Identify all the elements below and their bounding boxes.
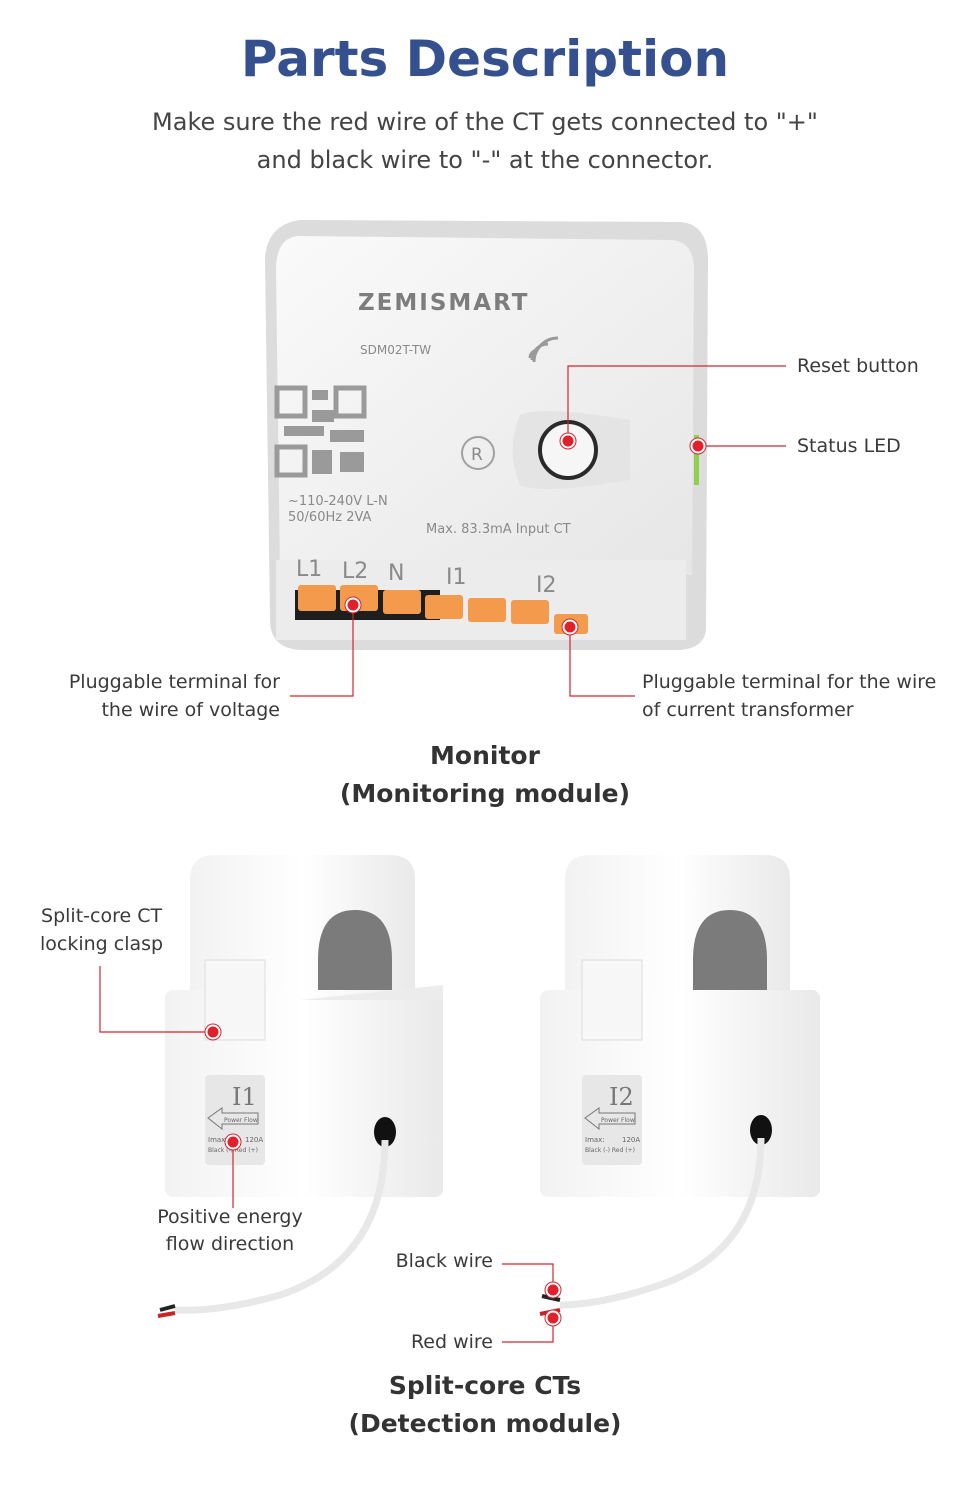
callout-dots xyxy=(204,432,707,1327)
svg-text:N: N xyxy=(388,561,404,586)
terminal-labels: L1 L2 N I1 I2 xyxy=(296,557,557,598)
reset-symbol-text: R xyxy=(471,445,483,465)
ct2-name: I2 xyxy=(609,1083,634,1111)
svg-text:L1: L1 xyxy=(296,557,322,582)
ct1-flow: Power Flow xyxy=(224,1117,258,1124)
model-text: SDM02T-TW xyxy=(360,343,431,357)
subtitle-line: and black wire to "-" at the connector. xyxy=(256,146,714,174)
ct-rating-text: Max. 83.3mA Input CT xyxy=(426,522,571,537)
ct2-cable xyxy=(559,1137,765,1309)
ct1-rating: 120A xyxy=(245,1136,263,1144)
clasp-label: Split-core CT locking clasp xyxy=(40,905,164,955)
black-wire-label: Black wire xyxy=(395,1250,493,1272)
callout-dot xyxy=(561,618,579,636)
callout-lines xyxy=(99,365,786,1343)
svg-text:I1: I1 xyxy=(446,565,467,590)
ct2-rating: 120A xyxy=(622,1136,640,1144)
terminal-block xyxy=(298,585,588,634)
callout-dot xyxy=(544,1281,562,1299)
rating-text: ~110-240V L-N xyxy=(288,494,388,509)
ct1-imax: Imax: xyxy=(208,1136,228,1144)
wifi-icon xyxy=(528,336,559,363)
svg-text:I2: I2 xyxy=(536,573,557,598)
page-title: Parts Description xyxy=(240,30,730,88)
ct-terminal-label: Pluggable terminal for the wire of curre… xyxy=(642,671,937,721)
ct2-flow: Power Flow xyxy=(601,1117,635,1124)
svg-text:L2: L2 xyxy=(342,559,368,584)
ct2-polarity: Black (-) Red (+) xyxy=(585,1147,635,1154)
monitor-caption: Monitor (Monitoring module) xyxy=(339,741,631,808)
red-wire-label: Red wire xyxy=(410,1331,493,1353)
qr-code-icon xyxy=(274,385,367,478)
callout-dot xyxy=(544,1309,562,1327)
status-led xyxy=(694,435,699,485)
ct1-cable xyxy=(174,1139,389,1314)
rating-text: 50/60Hz 2VA xyxy=(288,510,372,525)
callout-dot xyxy=(559,432,577,450)
monitor-device: ZEMISMART SDM02T-TW ~110-240V L-N 50/60H… xyxy=(265,220,708,650)
ct2-imax: Imax: xyxy=(585,1136,605,1144)
flow-direction-label: Positive energy flow direction xyxy=(157,1206,303,1255)
subtitle-line: Make sure the red wire of the CT gets co… xyxy=(152,108,818,136)
callout-dot xyxy=(204,1023,222,1041)
callout-dot xyxy=(689,437,707,455)
reset-symbol-icon xyxy=(461,436,495,470)
ct-2: I2 Power Flow Imax: 120A Black (-) Red (… xyxy=(539,855,820,1316)
brand-logo: ZEMISMART xyxy=(358,290,529,316)
reset-button-label: Reset button xyxy=(797,355,919,377)
status-led-label: Status LED xyxy=(797,435,901,457)
callout-dot xyxy=(224,1133,242,1151)
page-subtitle: Make sure the red wire of the CT gets co… xyxy=(0,103,970,179)
voltage-terminal-label: Pluggable terminal for the wire of volta… xyxy=(68,671,280,721)
ct1-name: I1 xyxy=(232,1083,257,1111)
callout-dot xyxy=(344,596,362,614)
ct-caption: Split-core CTs (Detection module) xyxy=(348,1371,622,1438)
